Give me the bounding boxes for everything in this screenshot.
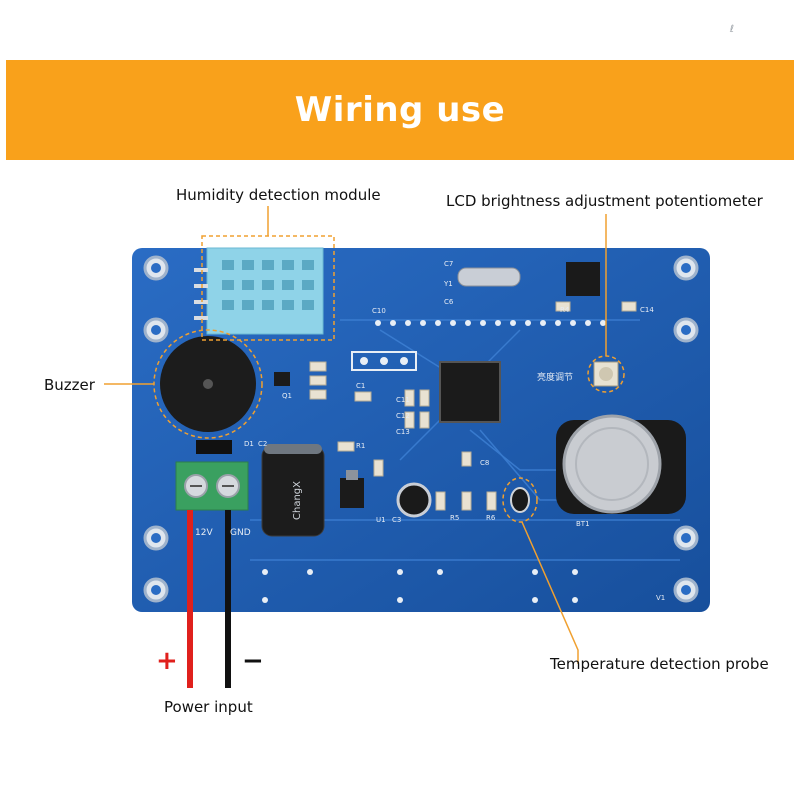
header-banner: Wiring use [6,60,794,160]
pcb-label: BT1 [576,520,590,528]
pcb-label: C1 [356,382,365,390]
pcb-label: C3 [392,516,401,524]
probe-callout-ring [502,477,538,523]
pcb-label: C14 [640,306,654,314]
lcd-potentiometer-label: LCD brightness adjustment potentiometer [446,192,763,210]
pcb-label: R6 [486,514,496,522]
pcb-label: R4 [560,306,570,314]
pcb-label: R5 [450,514,459,522]
pcb-label: C13 [396,428,410,436]
pcb-label: V1 [656,594,665,602]
pcb-label: C8 [480,459,489,467]
capacitor-brand: ChangX [292,481,303,520]
pcb-label: C10 [372,307,386,315]
buzzer-label: Buzzer [44,376,95,394]
pcb-label: C12 [396,412,410,420]
pcb-label: D1 [244,440,254,448]
watermark: ℓ [729,24,734,35]
negative-sign: − [242,646,264,676]
pcb-label-gnd: GND [230,528,251,538]
pcb-label: U1 [376,516,386,524]
pcb-label: R1 [356,442,365,450]
temperature-probe [510,487,530,513]
humidity-module-label: Humidity detection module [176,186,381,204]
probe-callout-line [521,521,579,664]
pcb-label: C6 [444,298,454,306]
coin-battery [562,414,662,514]
lcd-header-pins [375,320,606,326]
pcb-label: Y1 [443,280,453,288]
pcb-label: C7 [444,260,453,268]
pcb-label: C11 [396,396,410,404]
mcu-chip [439,361,501,423]
banner-title: Wiring use [294,90,506,130]
pcb-label: C2 [258,440,267,448]
power-input-label: Power input [164,698,253,716]
pcb-label-12v: 12V [195,528,213,538]
positive-sign: + [156,646,178,676]
pcb-label-brightness: 亮度调节 [537,371,573,383]
temperature-probe-label: Temperature detection probe [550,655,769,673]
pcb-label: Q1 [282,392,292,400]
